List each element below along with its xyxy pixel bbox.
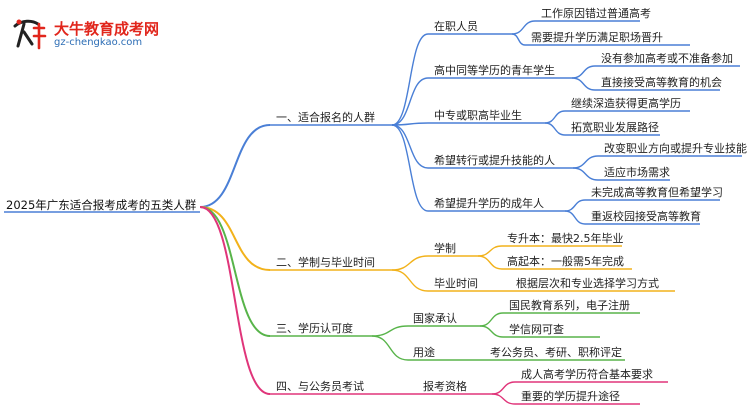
connector bbox=[571, 65, 596, 79]
node-4-1: 报考资格 bbox=[423, 380, 467, 393]
leaf-1-3-2: 拓宽职业发展路径 bbox=[571, 121, 659, 134]
leaf-1-5-2: 重返校园接受高等教育 bbox=[591, 210, 701, 223]
node-2-1: 学制 bbox=[434, 242, 456, 255]
connector bbox=[479, 325, 504, 338]
connector bbox=[564, 210, 586, 225]
node-2-2: 毕业时间 bbox=[434, 277, 478, 290]
logo-title: 大牛教育成考网 bbox=[54, 20, 160, 38]
connector bbox=[477, 255, 503, 270]
connector bbox=[199, 206, 271, 337]
connector bbox=[564, 199, 586, 212]
node-3-1: 国家承认 bbox=[413, 312, 457, 325]
root-topic: 2025年广东适合报考成考的五类人群 bbox=[6, 198, 197, 212]
connector bbox=[391, 269, 429, 292]
leaf-4-1-1: 成人高考学历符合基本要求 bbox=[521, 368, 653, 381]
leaf-1-5-1: 未完成高等教育但希望学习 bbox=[591, 186, 723, 199]
leaf-4-1-2: 重要的学历提升途径 bbox=[521, 390, 620, 403]
connector bbox=[479, 312, 504, 327]
node-1-2: 高中同等学历的青年学生 bbox=[434, 64, 555, 77]
leaf-1-1-2: 需要提升学历满足职场晋升 bbox=[531, 31, 663, 44]
node-1-5: 希望提升学历的成年人 bbox=[434, 197, 544, 210]
connector bbox=[199, 206, 271, 271]
connector bbox=[544, 110, 566, 124]
logo-mark-icon bbox=[13, 19, 47, 50]
node-1-4: 希望转行或提升技能的人 bbox=[434, 154, 555, 167]
node-3-2: 用途 bbox=[413, 346, 435, 359]
connector bbox=[477, 245, 503, 257]
connector bbox=[491, 393, 516, 405]
leaf-2-1-1: 专升本：最快2.5年毕业 bbox=[507, 232, 624, 245]
connector bbox=[391, 124, 429, 212]
logo-url: gz-chengkao.com bbox=[54, 37, 143, 48]
connector bbox=[391, 124, 429, 169]
connector bbox=[491, 381, 516, 395]
connector bbox=[391, 77, 429, 126]
connector bbox=[571, 77, 596, 91]
leaf-3-1-1: 国民教育系列，电子注册 bbox=[509, 299, 630, 312]
leaf-2-1-2: 高起本：一般需5年完成 bbox=[507, 255, 624, 268]
branch-1-label: 一、适合报名的人群 bbox=[276, 111, 375, 124]
connector bbox=[572, 167, 599, 181]
leaf-1-2-2: 直接接受高等教育的机会 bbox=[601, 76, 722, 89]
connector bbox=[199, 124, 271, 208]
node-1-1: 在职人员 bbox=[434, 20, 478, 33]
branch-4-label: 四、与公务员考试 bbox=[276, 380, 364, 393]
node-1-3: 中专或职高毕业生 bbox=[434, 109, 522, 122]
connector bbox=[511, 20, 536, 35]
connector bbox=[199, 206, 271, 395]
connector bbox=[371, 325, 409, 337]
leaf-1-1-1: 工作原因错过普通高考 bbox=[541, 7, 651, 20]
leaf-3-1-2: 学信网可查 bbox=[509, 323, 564, 336]
connector bbox=[371, 335, 409, 361]
connector bbox=[391, 33, 429, 126]
site-logo[interactable]: 大牛教育成考网 gz-chengkao.com bbox=[10, 14, 180, 54]
connector bbox=[511, 33, 526, 46]
leaf-3-2-1: 考公务员、考研、职称评定 bbox=[490, 346, 622, 359]
leaf-1-2-1: 没有参加高考或不准备参加 bbox=[601, 52, 733, 65]
leaf-2-2-1: 根据层次和专业选择学习方式 bbox=[516, 277, 659, 290]
leaf-1-4-2: 适应市场需求 bbox=[604, 166, 670, 179]
leaf-1-3-1: 继续深造获得更高学历 bbox=[571, 97, 681, 110]
connector bbox=[391, 255, 429, 271]
leaf-1-4-1: 改变职业方向或提升专业技能 bbox=[604, 142, 747, 155]
branch-3-label: 三、学历认可度 bbox=[276, 322, 353, 335]
connector bbox=[544, 122, 566, 136]
connector bbox=[572, 155, 599, 169]
branch-2-label: 二、学制与毕业时间 bbox=[276, 256, 375, 269]
connector bbox=[391, 122, 429, 126]
